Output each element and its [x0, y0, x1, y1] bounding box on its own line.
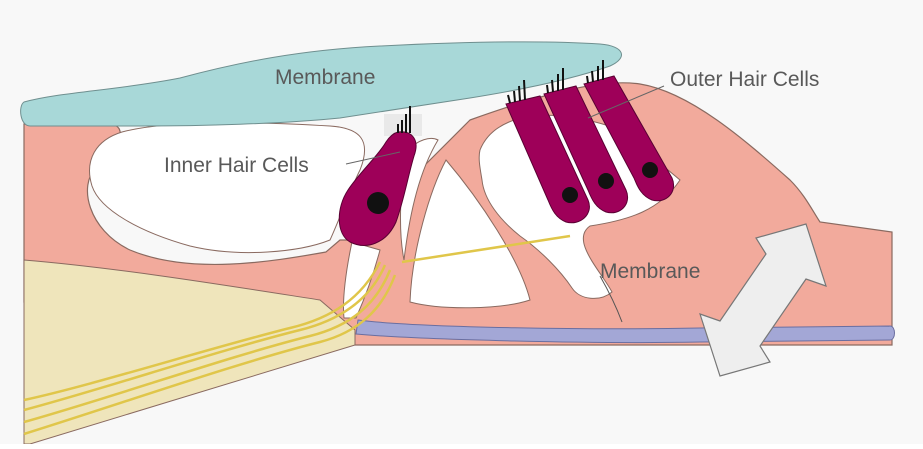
inner-hair-cell-nucleus	[367, 192, 389, 214]
tunnel-of-corti	[409, 159, 531, 309]
nerve-fibers	[23, 234, 571, 436]
outer-hair-cells-label: Outer Hair Cells	[670, 68, 819, 91]
outer-hair-cell-2-nucleus	[598, 173, 614, 189]
nerve-fiber-5	[401, 234, 571, 264]
inner-hair-cell-stereocilia	[397, 106, 411, 133]
inner-hair-cells-label: Inner Hair Cells	[164, 154, 309, 177]
outer-hair-cell-3	[583, 60, 674, 202]
nerve-fiber-3	[23, 269, 392, 424]
outer-hair-cell-1	[505, 79, 590, 224]
outer-hair-cell-2-stereocilia	[546, 68, 564, 94]
tectorial-membrane	[20, 41, 622, 127]
inner-sulcus-cavity	[89, 122, 366, 254]
basilar-membrane-label: Membrane	[600, 260, 700, 283]
nerve-fiber-2	[23, 261, 382, 402]
double-arrow-icon	[699, 223, 827, 377]
inner-hair-cells-leader	[345, 151, 401, 165]
nerve-fiber-4	[23, 274, 397, 436]
tectorial-membrane-label: Membrane	[275, 66, 375, 89]
outer-hair-cell-1-nucleus	[562, 187, 578, 203]
outer-hair-cell-3-nucleus	[642, 162, 658, 178]
inner-hair-cell-body	[338, 131, 417, 246]
nerve-fiber-1	[23, 264, 387, 412]
outer-hair-cell-2	[543, 68, 628, 214]
outer-hair-cells-leader	[587, 85, 665, 119]
outer-hair-cell-1-stereocilia	[507, 79, 526, 104]
inner-hair-cell	[338, 106, 417, 246]
tissue-crack-line	[599, 275, 623, 323]
outer-hair-cell-3-stereocilia	[586, 60, 604, 84]
